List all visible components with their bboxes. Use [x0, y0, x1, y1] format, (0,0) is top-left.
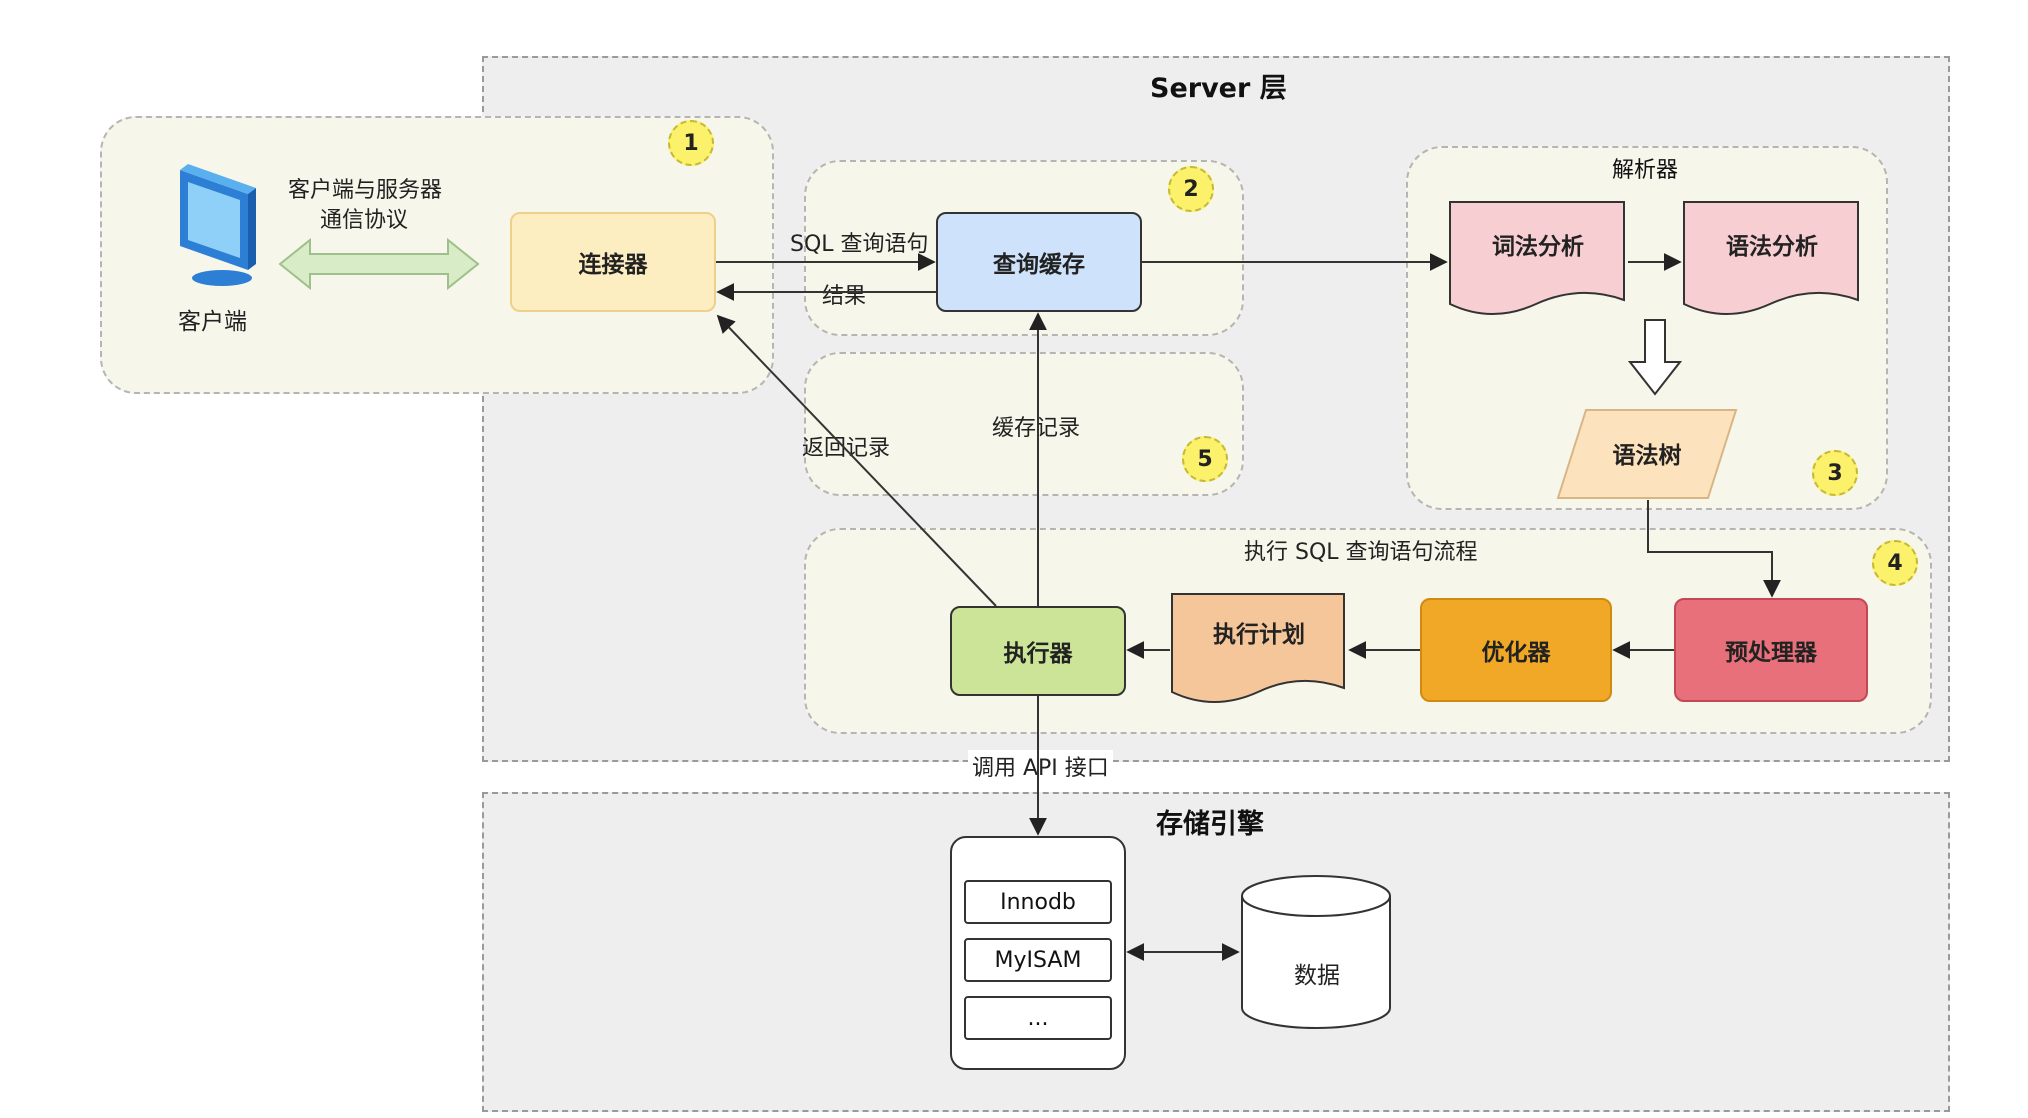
exec-plan-node: 执行计划: [1170, 602, 1348, 662]
query-cache-label: 查询缓存: [993, 252, 1085, 278]
hollow-down-arrow-icon: [1628, 319, 1682, 396]
badge-2: 2: [1168, 166, 1214, 212]
executor-node: 执行器: [950, 606, 1126, 696]
syntax-shape: [1683, 201, 1859, 315]
connector-node: 连接器: [510, 212, 716, 312]
optimizer-label: 优化器: [1481, 640, 1551, 666]
optimizer-node: 优化器: [1420, 598, 1612, 702]
double-arrow-icon: [278, 237, 480, 291]
syntax-tree-label: 语法树: [1612, 443, 1682, 469]
badge-5: 5: [1182, 436, 1228, 482]
connector-label: 连接器: [578, 252, 648, 278]
exec-plan-label: 执行计划: [1213, 622, 1305, 648]
parser-title: 解析器: [1612, 158, 1679, 183]
exec-plan-shape: [1171, 593, 1345, 703]
data-label: 数据: [1294, 963, 1340, 989]
lexical-shape: [1449, 201, 1625, 315]
executor-label: 执行器: [1003, 641, 1073, 667]
query-cache-node: 查询缓存: [936, 212, 1142, 312]
database-cylinder-icon: [1241, 875, 1391, 1029]
server-layer-title: Server 层: [1150, 73, 1287, 104]
sql-query-label: SQL 查询语句: [790, 232, 929, 257]
protocol-label-line2: 通信协议: [320, 208, 409, 233]
result-label: 结果: [822, 284, 867, 309]
exec-flow-title: 执行 SQL 查询语句流程: [1244, 540, 1478, 565]
call-api-label: 调用 API 接口: [968, 750, 1113, 782]
myisam-engine: MyISAM: [964, 938, 1112, 982]
preprocessor-node: 预处理器: [1674, 598, 1868, 702]
lexical-node: 词法分析: [1448, 214, 1628, 274]
cache-record-label: 缓存记录: [992, 416, 1081, 441]
syntax-tree-node: 语法树: [1556, 420, 1738, 486]
badge-1: 1: [668, 120, 714, 166]
lexical-label: 词法分析: [1492, 234, 1584, 260]
storage-layer-title: 存储引擎: [1156, 809, 1264, 840]
return-record-label: 返回记录: [802, 436, 891, 461]
badge-4: 4: [1872, 540, 1918, 586]
monitor-icon: [180, 164, 256, 286]
badge-3: 3: [1812, 450, 1858, 496]
more-engines: ...: [964, 996, 1112, 1040]
syntax-node: 语法分析: [1682, 214, 1862, 274]
syntax-tree-shape: [1556, 409, 1738, 499]
client-label: 客户端: [178, 309, 247, 335]
syntax-label: 语法分析: [1726, 234, 1818, 260]
innodb-engine: Innodb: [964, 880, 1112, 924]
protocol-label-line1: 客户端与服务器: [288, 178, 443, 203]
preprocessor-label: 预处理器: [1725, 640, 1817, 666]
